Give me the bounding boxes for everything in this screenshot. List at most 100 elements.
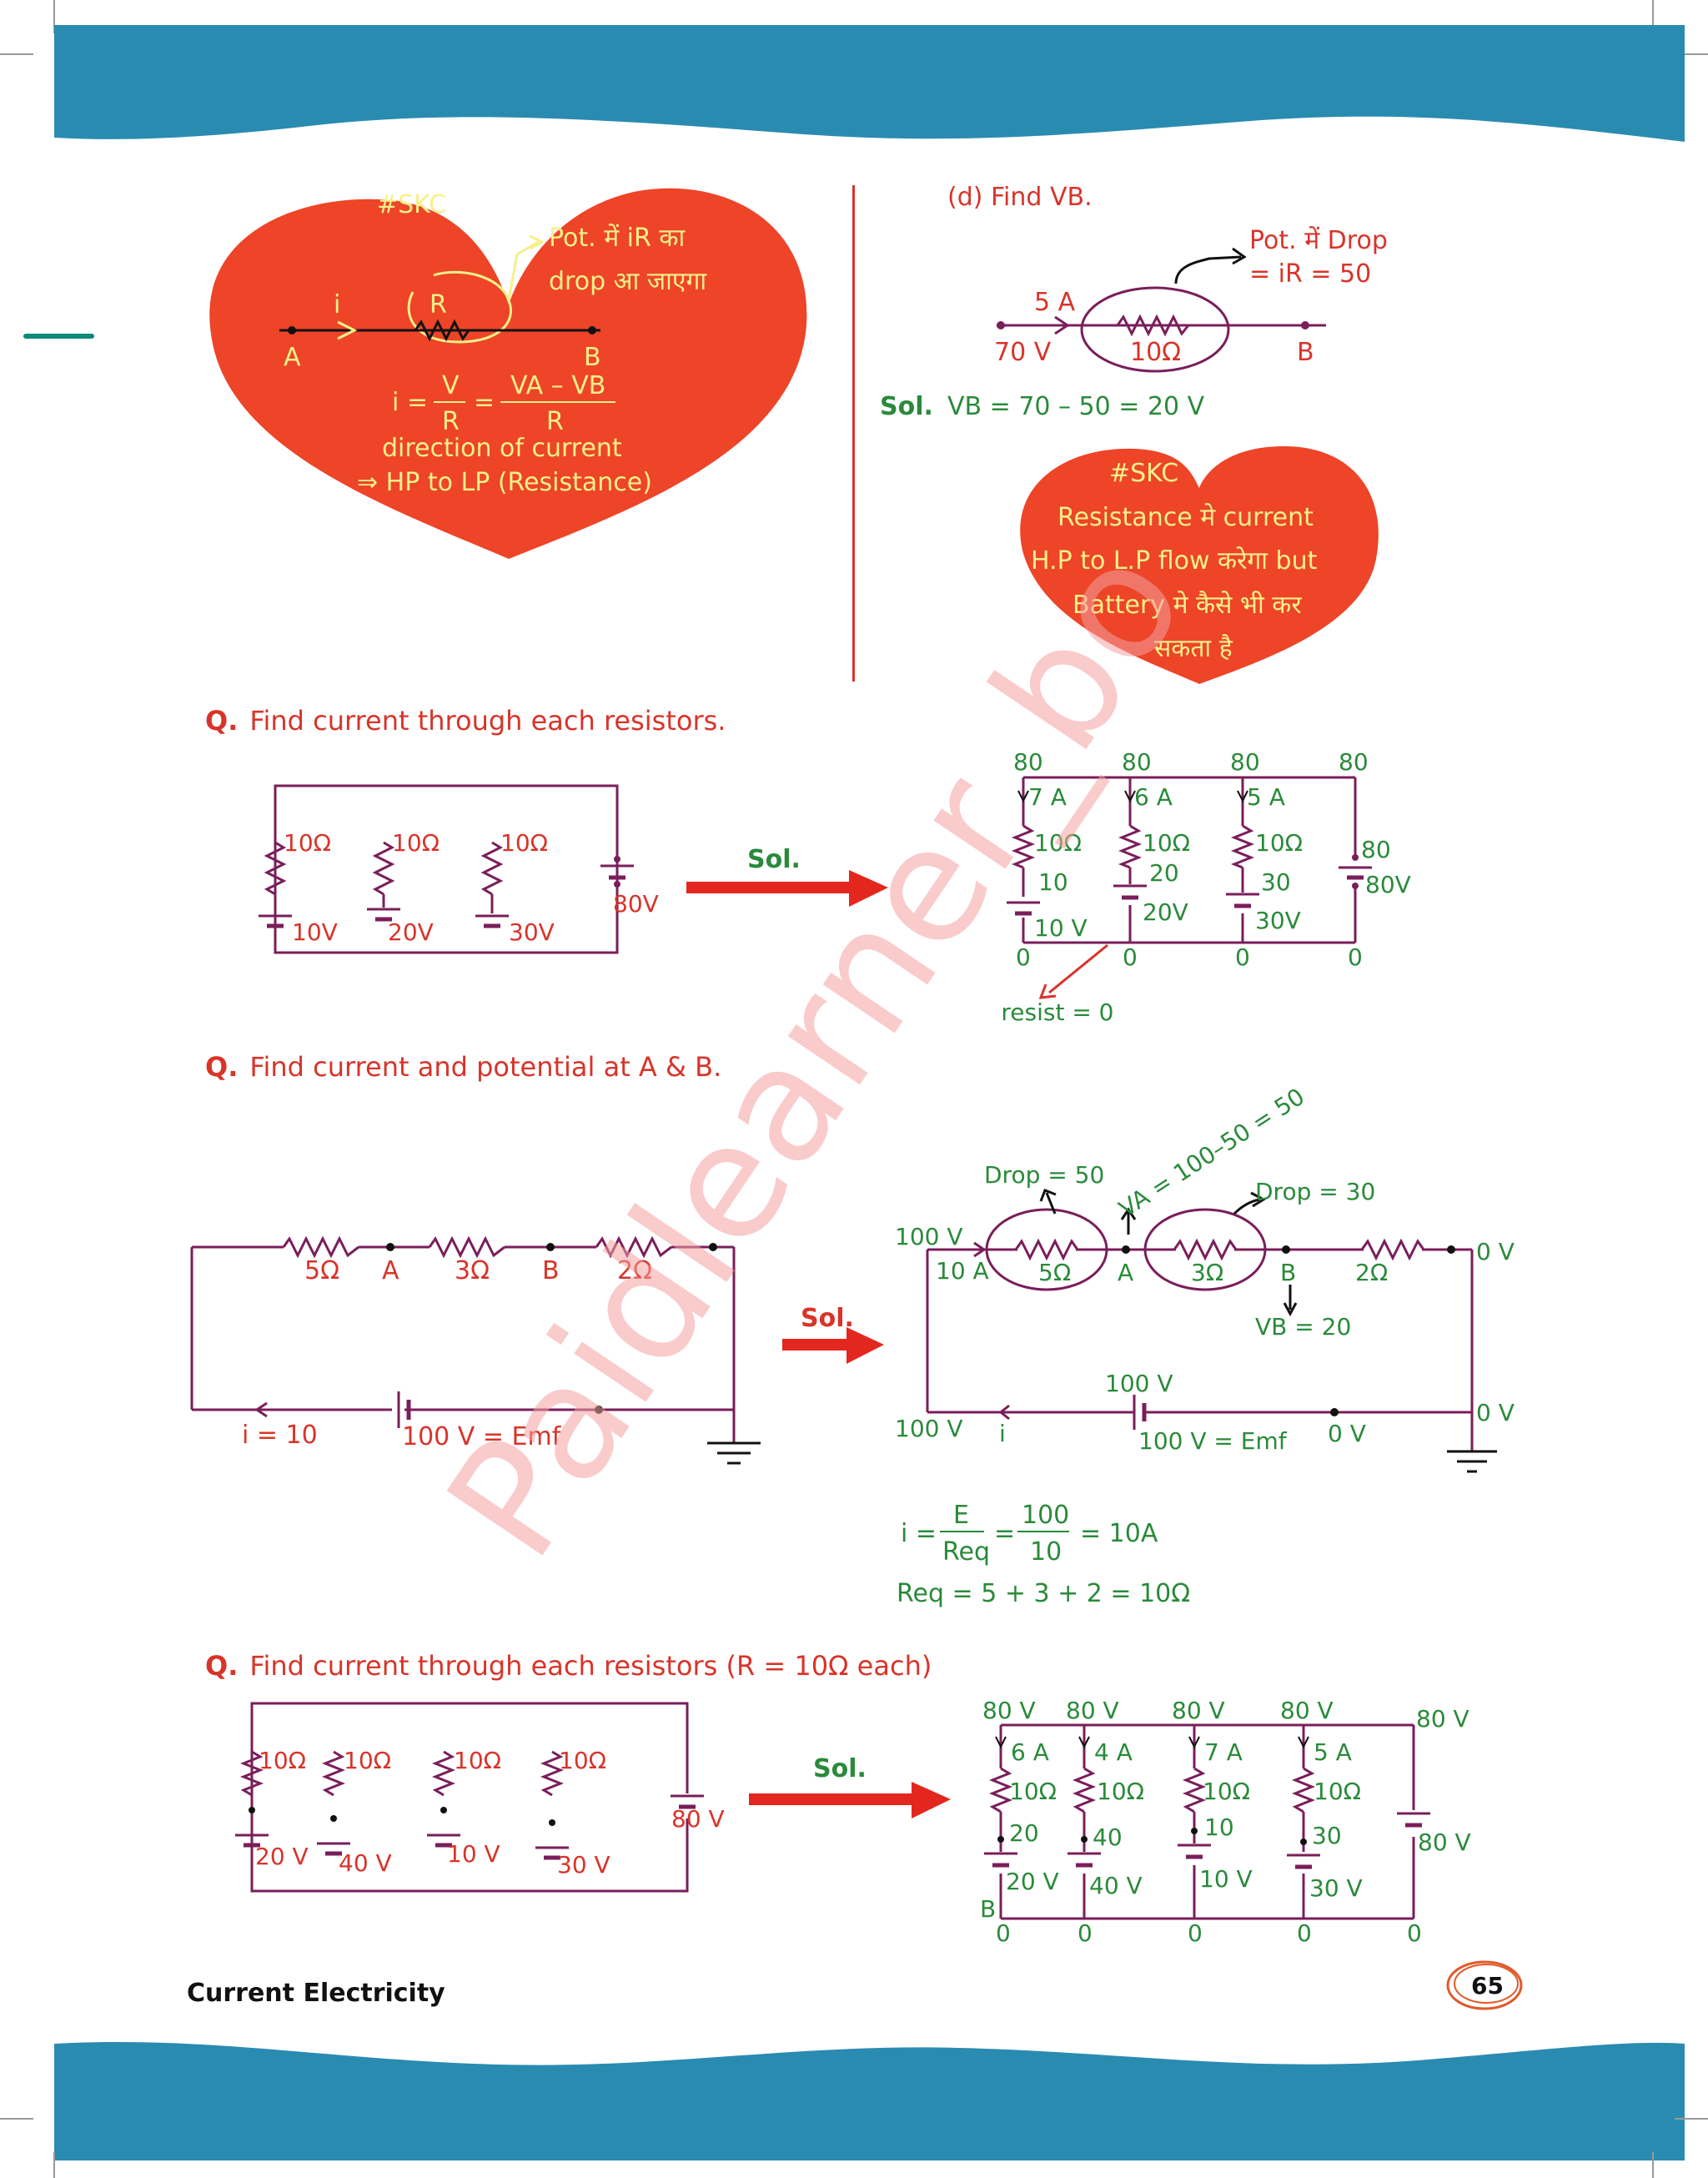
heart2-line1: Resistance मे current (1057, 503, 1314, 532)
q3-right-bottom-pot: 0 (1407, 1919, 1422, 1947)
q3-left-cell: 20 V (255, 1843, 309, 1870)
q3-heading: Q.Find current through each resistors (R… (205, 1650, 932, 1682)
heart-note-2: #SKC Resistance मे current H.P to L.P fl… (1020, 446, 1379, 684)
q2-formula: i = E Req = 100 10 = 10A Req = 5 + 3 + 2… (897, 1501, 1190, 1608)
q1-right-current: 6 A (1134, 783, 1173, 811)
q1-right-bottom-pot: 0 (1016, 943, 1031, 971)
q3-right-mid-pot: 40 (1093, 1823, 1123, 1851)
q1-prefix: Q. (205, 705, 239, 737)
q1-left-resistor: 10Ω (284, 829, 331, 857)
q3-left-resistor: 10Ω (559, 1747, 606, 1774)
q2-formula-i-lhs: i = (901, 1519, 937, 1548)
q1-left-cell: 30V (509, 918, 555, 946)
q3-left-resistor: 10Ω (259, 1747, 306, 1774)
q3-right-mid-pot: 10 (1204, 1813, 1234, 1841)
margin-mark (23, 334, 94, 339)
q2-sol-label: Sol. (801, 1304, 854, 1333)
q3-right-resistor: 10Ω (1314, 1778, 1361, 1805)
part-d-drop-line2: = iR = 50 (1249, 259, 1371, 289)
q3-prefix: Q. (205, 1650, 239, 1682)
q1-right-mid-pot: 80 (1361, 836, 1391, 863)
q3-left-branch (535, 1750, 569, 1860)
q1-right-mid-pot: 20 (1149, 859, 1179, 887)
q3-right-top-pot: 80 V (982, 1697, 1036, 1724)
heart1-note-line2: drop आ जाएगा (549, 267, 707, 296)
q1-left-battery: 80V (613, 890, 659, 918)
top-banner (0, 0, 1708, 142)
q1-right-top-pot: 80 (1122, 748, 1152, 776)
part-d-circuit: (d) Find VB. Pot. में Drop = iR = 50 5 A… (880, 183, 1388, 421)
q2-left-current: i = 10 (242, 1421, 318, 1450)
q1-right-top-pot: 80 (1339, 748, 1369, 776)
q1-right-top-pot: 80 (1013, 748, 1043, 776)
q3-right-node-B: B (980, 1895, 996, 1923)
q2-left-r3: 2Ω (617, 1256, 652, 1285)
q1-left-branch (367, 841, 400, 922)
q1-right-mid-pot: 30 (1261, 868, 1291, 896)
q3-right-current: 7 A (1204, 1738, 1243, 1766)
q3-right-branch (1176, 1736, 1213, 1865)
part-d-current: 5 A (1034, 288, 1076, 317)
q3-right-bottom-pot: 0 (1297, 1919, 1312, 1947)
q2-formula-result: = 10A (1080, 1519, 1158, 1548)
q1-right-branch (1224, 790, 1261, 913)
q2-right-vb: VB = 20 (1255, 1313, 1351, 1341)
q2-left-circuit: 5Ω A 3Ω B 2Ω i = 10 100 V = Emf (190, 1235, 761, 1465)
heart1-note-line1: Pot. में iR का (549, 224, 686, 253)
q2-right-drop1: Drop = 50 (984, 1161, 1104, 1189)
q3-left-resistor: 10Ω (454, 1747, 501, 1774)
q3-right-branch (1066, 1736, 1103, 1874)
q1-right-note: wire का resist = 0 (1001, 998, 1114, 1026)
q3-right-current: 6 A (1011, 1738, 1049, 1766)
q1-left-cell: 10V (292, 918, 338, 946)
q2-right-node-B: B (1280, 1259, 1296, 1286)
q3-right-resistor: 10Ω (1203, 1778, 1250, 1805)
part-d-drop-line1: Pot. में Drop (1249, 226, 1388, 255)
q2-sol-arrow: Sol. (782, 1304, 884, 1364)
part-d-sol-text: VB = 70 – 50 = 20 V (947, 392, 1205, 421)
heart1-label-B: B (584, 343, 601, 372)
q1-right-current: 5 A (1247, 783, 1285, 811)
q2-left-r1: 5Ω (304, 1256, 339, 1285)
q2-right-batt-top: 100 V (1105, 1370, 1173, 1397)
q3-right-resistor: 10Ω (1097, 1778, 1144, 1805)
q1-right-branch (1005, 790, 1042, 918)
q2-right-circuit: Drop = 50 VA = 100–50 = 50 Drop = 30 100… (895, 1084, 1515, 1473)
q2-left-node-A: A (382, 1256, 399, 1285)
q3-right-mid-pot: 20 (1009, 1819, 1039, 1847)
part-d-node-B: B (1297, 338, 1314, 367)
q3-left-branch (317, 1750, 350, 1856)
heart1-dir-line1: direction of current (382, 434, 622, 463)
q1-right-circuit: 80 80 80 80 7 A 6 A 5 A 10Ω 10Ω 10Ω 10 2… (1001, 748, 1411, 1026)
q2-formula-Req: Req (942, 1537, 990, 1567)
heart1-dir-line2: ⇒ HP to LP (Resistance) (357, 468, 652, 497)
heart1-formula-num1: V (442, 371, 460, 400)
footer-chapter: Current Electricity (187, 1979, 445, 2008)
heart1-formula-eq: = (474, 388, 495, 417)
q1-right-bottom-pot: 0 (1123, 943, 1138, 971)
q3-right-bottom-pot: 0 (996, 1919, 1011, 1947)
heart-note-1: #SKC Pot. में iR का drop आ जाएगा i R A B… (209, 188, 807, 560)
q3-left-cell: 30 V (557, 1851, 610, 1879)
q3-left-resistor: 10Ω (344, 1747, 391, 1774)
page-number-badge: 65 (1446, 1960, 1523, 2010)
q1-left-cell: 20V (388, 918, 434, 946)
q2-formula-E: E (953, 1501, 969, 1530)
q2-right-v-start: 100 V (895, 1223, 963, 1250)
part-d-resistor: 10Ω (1130, 338, 1181, 367)
q1-right-mid-pot: 10 (1038, 868, 1068, 896)
q1-right-resistor: 10Ω (1255, 829, 1303, 857)
q1-sol-label: Sol. (747, 845, 801, 874)
q2-right-r1: 5Ω (1038, 1259, 1071, 1286)
q3-right-current: 4 A (1094, 1738, 1133, 1766)
q1-right-top-pot: 80 (1230, 748, 1260, 776)
heart1-label-R: R (430, 290, 447, 319)
q1-right-cell: 20V (1143, 898, 1188, 926)
q1-right-bottom-pot: 0 (1348, 943, 1363, 971)
q1-left-branch (475, 841, 509, 928)
q1-left-branch (259, 841, 292, 928)
q2-right-node-A: A (1118, 1259, 1133, 1286)
q1-text: Find current through each resistors. (249, 705, 726, 737)
q2-formula-100: 100 (1022, 1501, 1069, 1530)
q2-right-current: 10 A (936, 1257, 989, 1285)
